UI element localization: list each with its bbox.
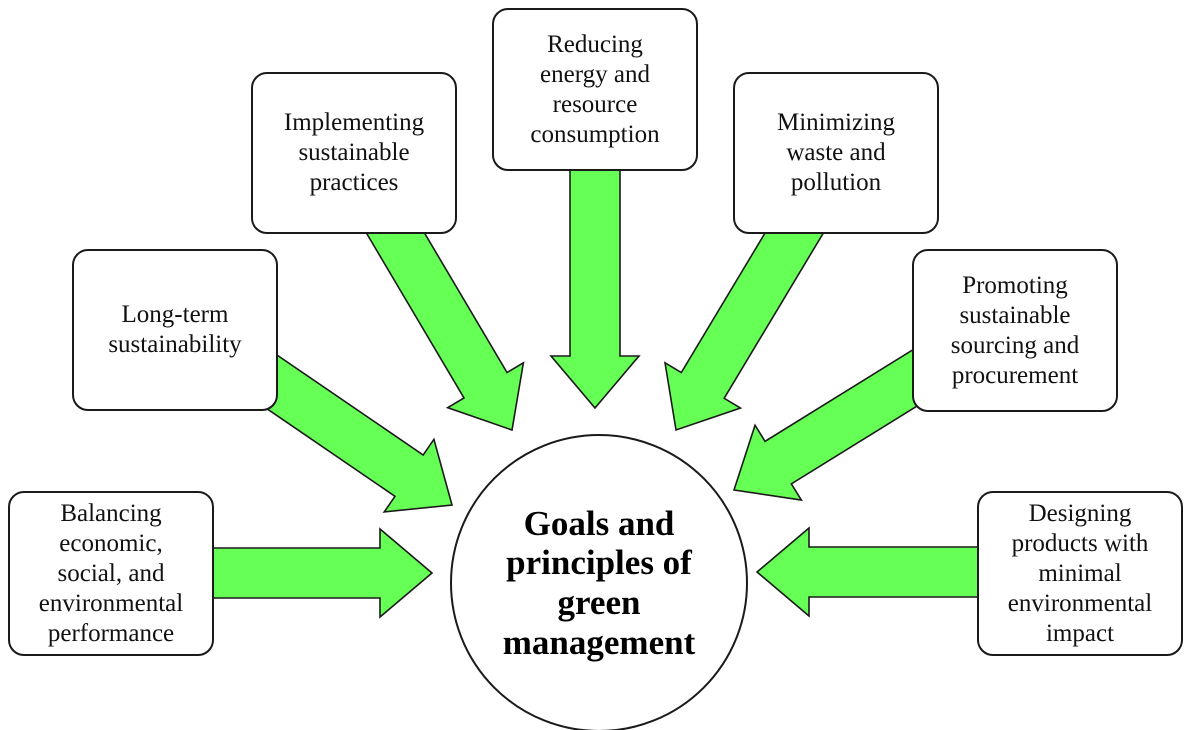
center-circle: Goals and principles of green management — [450, 434, 748, 730]
arrow-0 — [179, 527, 434, 619]
box-implementing-practices: Implementing sustainable practices — [251, 72, 457, 234]
box-label: Minimizing waste and pollution — [776, 109, 896, 196]
box-label: Long-term sustainability — [108, 301, 242, 358]
box-minimizing-waste: Minimizing waste and pollution — [733, 72, 939, 234]
box-label: Promoting sustainable sourcing and procu… — [950, 271, 1080, 389]
box-label: Balancing economic, social, and environm… — [38, 499, 184, 647]
arrow-3 — [549, 149, 641, 410]
arrow-6 — [755, 526, 1011, 618]
box-balancing-performance: Balancing economic, social, and environm… — [8, 491, 214, 656]
box-label: Implementing sustainable practices — [283, 109, 425, 196]
box-long-term-sustainability: Long-term sustainability — [72, 249, 278, 411]
box-designing-products: Designing products with minimal environm… — [977, 491, 1183, 656]
arrow-1 — [224, 338, 454, 513]
arrow-4 — [663, 176, 843, 432]
box-label: Reducing energy and resource consumption — [530, 30, 660, 148]
center-label: Goals and principles of green management — [502, 503, 696, 662]
box-reducing-consumption: Reducing energy and resource consumption — [492, 8, 698, 171]
box-label: Designing products with minimal environm… — [1007, 499, 1153, 647]
box-promoting-sourcing: Promoting sustainable sourcing and procu… — [912, 249, 1118, 412]
